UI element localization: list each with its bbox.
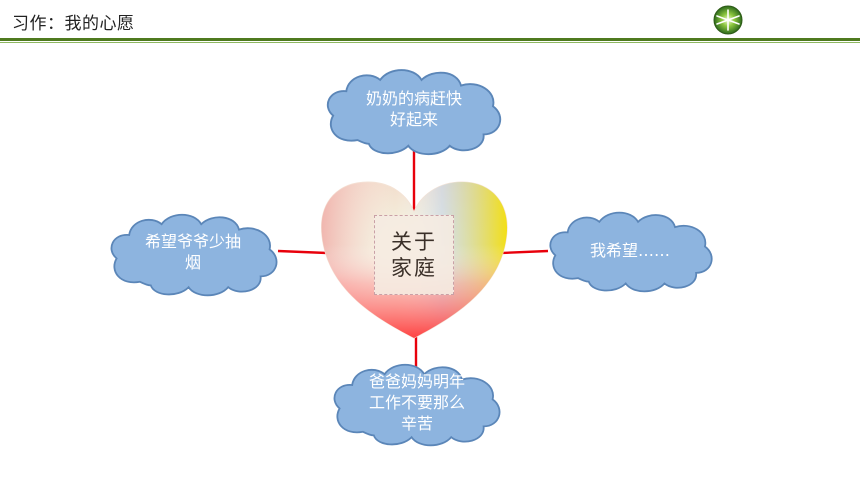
wish-top-label: 奶奶的病赶快 好起来: [365, 89, 462, 129]
wish-bottom-label: 爸爸妈妈明年 工作不要那么 辛苦: [368, 372, 465, 433]
center-topic-label: 关于 家庭: [391, 230, 437, 280]
header-rule: [0, 38, 860, 41]
header-rule-accent: [0, 42, 860, 43]
wish-right-label: 我希望……: [589, 241, 670, 260]
wish-left-label: 希望爷爷少抽 烟: [144, 232, 241, 272]
center-topic-box: 关于 家庭: [374, 215, 454, 295]
logo-icon: [713, 5, 743, 35]
page-title: 习作：我的心愿: [12, 14, 135, 34]
